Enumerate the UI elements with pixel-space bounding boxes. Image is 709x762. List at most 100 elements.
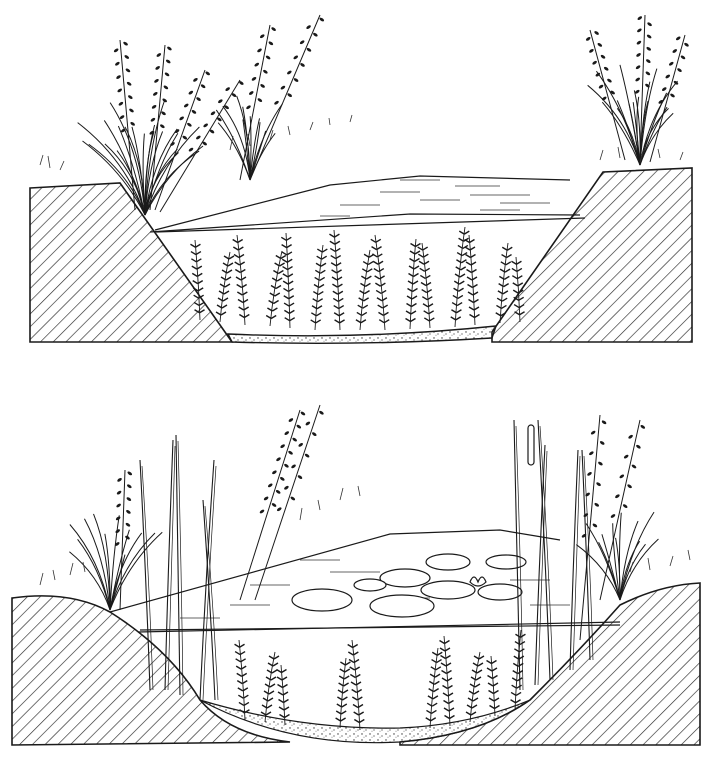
lily-pad [380,569,430,587]
seed-head [299,40,305,45]
seed-head [293,77,299,82]
seed-head [154,78,160,83]
seed-head [661,87,667,92]
grass-blade [78,539,110,610]
weed-leaf [270,293,280,296]
weed-leaf [375,276,385,279]
seed-head [598,84,604,89]
seed-head [672,48,678,53]
seed-head [268,41,274,46]
seed-head [600,54,606,59]
reed-blade [178,441,183,695]
seed-head [668,61,674,66]
seed-head [635,65,641,70]
seed-head [126,496,132,501]
seed-head [680,55,686,60]
weed-leaf [219,291,229,294]
top-ditch-bed [228,326,496,343]
seed-head [254,62,260,67]
bottom-submerged-weeds [235,630,526,730]
seed-head [262,69,268,74]
weed-leaf [430,674,440,677]
seed-head [179,116,185,121]
weed-leaf [360,291,370,294]
seed-head [267,483,273,488]
grass-stalk [590,30,625,160]
seed-head [260,83,266,88]
seed-head [587,471,593,476]
seed-head [151,104,157,109]
seed-head [257,48,263,53]
weed-leaf [375,283,385,286]
seed-head [275,489,281,494]
weed-leaf [272,278,282,281]
seed-head [150,117,156,122]
weed-leaf [361,276,371,279]
top-right-bank [492,168,692,342]
grass-blade [576,545,620,600]
seed-head [640,424,646,429]
weed-leaf [265,684,275,687]
seed-head [155,65,161,70]
weed-leaf [351,682,361,685]
seed-head [284,463,290,468]
seed-head [129,108,135,113]
weed-leaf [377,298,387,301]
seed-head [130,121,136,126]
seed-head [196,96,202,101]
seed-head [628,434,634,439]
seed-head [646,34,652,39]
weed-leaf [315,277,325,280]
seed-head [259,509,265,514]
weed-leaf [220,284,230,287]
seed-head [288,417,294,422]
seed-head [597,461,603,466]
seed-head [188,90,194,95]
seed-head [271,502,277,507]
weed-leaf [499,276,509,279]
weed-leaf [358,305,368,308]
weed-leaf [420,275,430,278]
top-far-bank [150,176,580,232]
seed-head [271,26,277,31]
seed-head [127,94,133,99]
weed-leaf [470,684,480,687]
seed-head [599,440,605,445]
weed-leaf [269,301,279,304]
reed-blade [200,460,214,700]
weed-leaf [271,286,281,289]
seed-head [298,442,304,447]
bottom-left-bank [12,596,290,745]
grass-stalk [650,35,685,162]
seed-head [125,68,131,73]
weed-leaf [352,697,362,700]
reed-blade [176,435,180,695]
weed-leaf [313,292,323,295]
weed-leaf [456,267,466,270]
seed-head [205,71,211,76]
top-meadow-strokes [40,115,683,170]
seed-head [673,80,679,85]
seed-head [116,503,122,508]
seed-head [279,476,285,481]
weed-leaf [455,274,465,277]
seed-head [670,93,676,98]
seed-head [297,474,303,479]
seed-head [276,507,282,512]
seed-head [592,523,598,528]
weed-leaf [218,298,228,301]
seed-head [296,424,302,429]
seed-head [300,62,306,67]
seed-head [259,34,265,39]
seed-head [217,99,223,104]
weed-leaf [428,696,438,699]
seed-head [163,85,169,90]
weed-stem [430,648,438,728]
seed-head [311,432,317,437]
seed-head [597,42,603,47]
lily-pads [292,554,526,617]
seed-head [623,454,629,459]
seed-head [166,46,172,51]
